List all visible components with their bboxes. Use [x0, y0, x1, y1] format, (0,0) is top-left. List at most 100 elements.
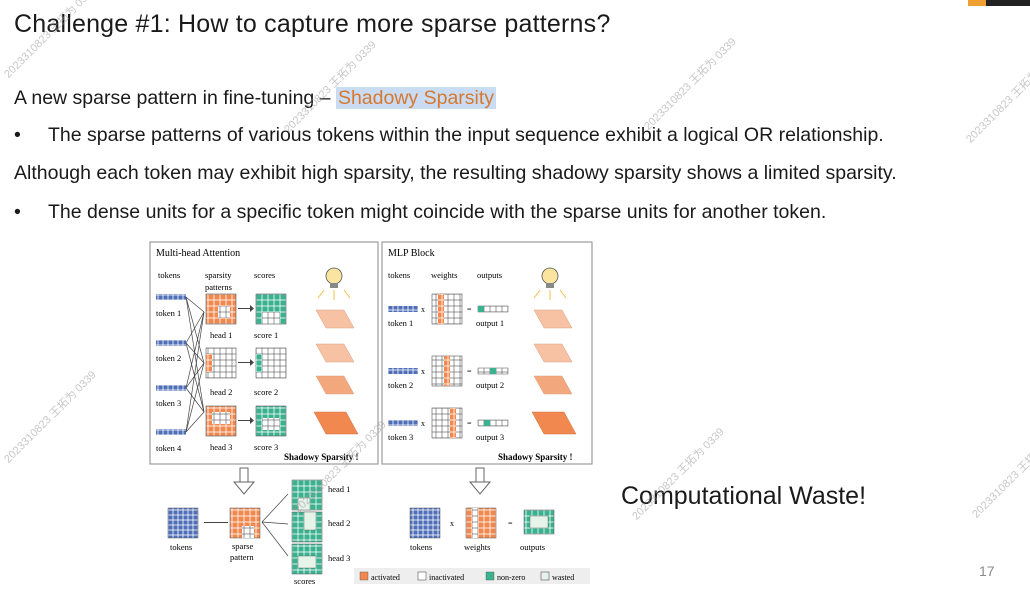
bottom-mlp-tokens-matrix — [409, 507, 441, 539]
bottom-tokens-matrix — [167, 507, 199, 539]
bottom-score-1-wasted — [297, 497, 311, 511]
mlp-outputs-header: outputs — [477, 270, 502, 280]
legend-box — [354, 568, 590, 584]
bottom-sparse-label: sparse — [232, 541, 253, 551]
mlp-weights-1-active — [438, 294, 444, 324]
lightbulb-icon-right — [533, 267, 567, 300]
bottom-head-1-label: head 1 — [328, 484, 350, 494]
legend-inactivated-label: inactivated — [429, 573, 464, 582]
mlp-token-3-vector — [388, 420, 418, 426]
bottom-arrow-1 — [204, 522, 228, 523]
top-right-toolbar-strip — [968, 0, 1030, 6]
intro-prefix: A new sparse pattern in fine-tuning – — [14, 87, 336, 109]
times-3: x — [421, 419, 425, 428]
bottom-scores-label: scores — [294, 576, 315, 586]
watermark: 2023310823 王拓为 0339 — [970, 424, 1030, 521]
mlp-tokens-header: tokens — [388, 270, 410, 280]
mlp-weights-2-active — [444, 356, 450, 386]
token-3-vector — [156, 385, 186, 391]
attention-panel-title: Multi-head Attention — [156, 248, 240, 259]
bottom-times: x — [450, 519, 454, 528]
score-2-label: score 2 — [254, 387, 278, 397]
equals-1: = — [467, 305, 472, 314]
mlp-token-1-vector — [388, 306, 418, 312]
token-1-label: token 1 — [156, 308, 181, 318]
mlp-output-3 — [477, 419, 509, 427]
bottom-pattern-label: pattern — [230, 552, 254, 562]
mlp-output-1-label: output 1 — [476, 318, 504, 328]
head-2-label: head 2 — [210, 387, 232, 397]
mlp-weights-header: weights — [431, 270, 457, 280]
page-number: 17 — [979, 563, 995, 579]
bottom-head-3-label: head 3 — [328, 553, 350, 563]
mlp-weights-3 — [431, 407, 463, 439]
bottom-mlp-weights-label: weights — [464, 542, 490, 552]
legend-nonzero-label: non-zero — [497, 573, 525, 582]
bottom-tokens-label: tokens — [170, 542, 192, 552]
shadow-planes-left — [313, 309, 359, 435]
head-1-label: head 1 — [210, 330, 232, 340]
legend-activated-swatch — [359, 571, 369, 581]
bullet-1-text: The sparse patterns of various tokens wi… — [48, 124, 884, 146]
head-3-label: head 3 — [210, 442, 232, 452]
bottom-mlp-outputs-label: outputs — [520, 542, 545, 552]
legend-wasted-label: wasted — [552, 573, 574, 582]
score-1-wasted — [262, 312, 280, 324]
mlp-output-2-nonzero — [490, 368, 496, 374]
token-2-label: token 2 — [156, 353, 181, 363]
bottom-mlp-outputs-wasted — [529, 515, 549, 529]
score-2-nonzero — [256, 354, 262, 372]
mlp-token-1-label: token 1 — [388, 318, 413, 328]
bottom-mlp-weights-inactive — [472, 508, 478, 538]
watermark: 2023310823 王拓为 0339 — [964, 49, 1030, 146]
explanation-line: Although each token may exhibit high spa… — [14, 162, 897, 184]
shadowy-sparsity-highlight[interactable]: Shadowy Sparsity — [335, 87, 497, 109]
mlp-output-2-label: output 2 — [476, 380, 504, 390]
down-arrow-right — [468, 467, 492, 495]
bottom-sparse-pattern-inactive — [242, 526, 254, 538]
head-3-inactive — [212, 412, 230, 424]
lightbulb-icon — [317, 267, 351, 300]
head-2-active — [206, 354, 212, 372]
legend-inactivated-swatch — [417, 571, 427, 581]
shadowy-sparsity-label-right: Shadowy Sparsity ! — [498, 452, 573, 462]
mlp-panel-title: MLP Block — [388, 248, 435, 259]
token-4-label: token 4 — [156, 443, 182, 453]
bullet-2-text: The dense units for a specific token mig… — [48, 201, 827, 223]
head-1-pattern — [205, 293, 237, 325]
shadowy-sparsity-figure: Multi-head Attention MLP Block tokens sp… — [149, 241, 593, 586]
token-1-vector — [156, 294, 186, 300]
mlp-weights-1 — [431, 293, 463, 325]
bullet-marker-2: • — [14, 201, 21, 223]
bottom-head-2-label: head 2 — [328, 518, 350, 528]
head-score-arrows — [238, 305, 254, 424]
bottom-equals: = — [508, 519, 513, 528]
bottom-score-2-wasted — [303, 511, 317, 531]
equals-3: = — [467, 419, 472, 428]
mlp-token-3-label: token 3 — [388, 432, 413, 442]
token-head-connections — [185, 296, 205, 433]
shadow-planes-right — [531, 309, 577, 435]
shadowy-sparsity-label-left: Shadowy Sparsity ! — [284, 452, 359, 462]
bottom-mlp-tokens-label: tokens — [410, 542, 432, 552]
mlp-output-3-nonzero — [484, 420, 490, 426]
sparsity-header: sparsity — [205, 270, 232, 280]
times-2: x — [421, 367, 425, 376]
bottom-branch-lines — [261, 493, 289, 557]
times-1: x — [421, 305, 425, 314]
watermark: 2023310823 王拓为 0339 — [2, 368, 99, 466]
token-4-vector — [156, 429, 186, 435]
bullet-marker-1: • — [14, 124, 21, 146]
bottom-score-3-wasted — [297, 555, 317, 569]
token-3-label: token 3 — [156, 398, 181, 408]
mlp-weights-3-active — [450, 408, 456, 438]
mlp-token-2-vector — [388, 368, 418, 374]
mlp-output-3-label: output 3 — [476, 432, 504, 442]
bottom-mlp-weights — [465, 507, 497, 539]
intro-line: A new sparse pattern in fine-tuning – Sh… — [14, 87, 497, 110]
patterns-header: patterns — [205, 282, 232, 292]
mlp-output-1-nonzero — [478, 306, 484, 312]
score-3-label: score 3 — [254, 442, 278, 452]
score-3-wasted — [262, 418, 280, 430]
